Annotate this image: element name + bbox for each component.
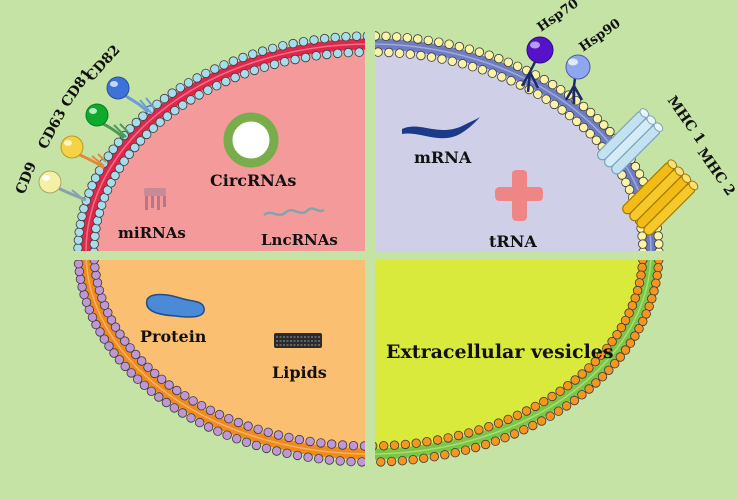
label-trna: tRNA	[489, 232, 537, 251]
label-lncrnas: LncRNAs	[261, 231, 338, 249]
circrna-ring-icon	[223, 112, 279, 168]
mhc1-icon	[596, 108, 664, 175]
hsp70-icon	[520, 36, 554, 93]
cd82-head-icon	[106, 76, 130, 100]
cd9-head-icon	[38, 170, 62, 194]
tetraspanin-cd82	[106, 76, 155, 115]
tetraspanin-cd81	[85, 103, 129, 140]
label-cd9: CD9	[13, 160, 40, 197]
mirna-icon	[144, 188, 166, 210]
quadrant-vesicle-fill	[375, 260, 649, 457]
protein-icon	[145, 293, 205, 318]
label-mrna: mRNA	[414, 148, 472, 167]
trna-icon	[495, 170, 543, 221]
label-hsp70: Hsp70	[535, 0, 582, 35]
label-mirnas: miRNAs	[118, 224, 186, 242]
label-hsp90: Hsp90	[577, 16, 624, 55]
tetraspanin-cd63	[60, 135, 107, 170]
label-circrnas: CircRNAs	[210, 171, 296, 190]
mhc2-icon	[622, 159, 699, 236]
hsp90-icon	[564, 54, 591, 104]
label-mhc1: MHC 1	[664, 93, 708, 147]
label-mhc2: MHC 2	[694, 145, 738, 199]
label-extracellular-vesicles: Extracellular vesicles	[386, 341, 614, 363]
label-lipids: Lipids	[272, 363, 327, 382]
divider-horizontal	[40, 251, 700, 260]
quadrant-rna2-fill	[375, 49, 649, 252]
cd63-head-icon	[60, 135, 84, 159]
membrane-protein	[73, 255, 369, 467]
mrna-icon	[402, 117, 480, 139]
tetraspanin-cd9	[38, 170, 87, 202]
lncrna-icon	[263, 207, 325, 217]
label-protein: Protein	[140, 327, 207, 346]
lipid-icon	[274, 333, 322, 348]
cd81-head-icon	[85, 103, 109, 127]
